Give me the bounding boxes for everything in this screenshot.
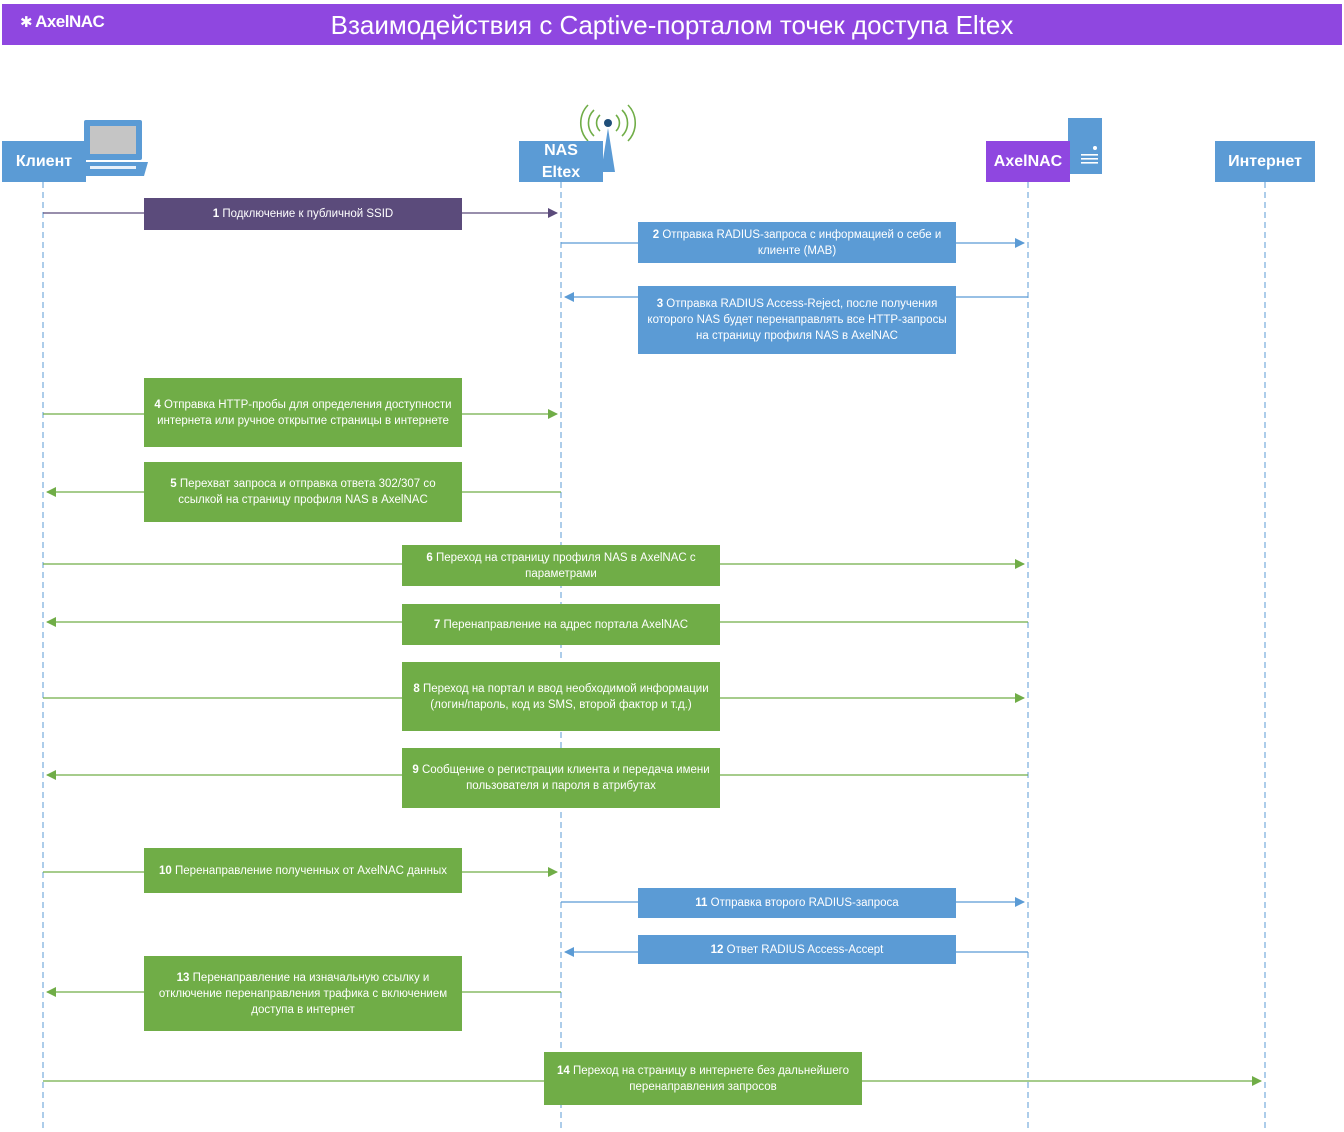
brand-logo: ✱ AxelNAC [20, 12, 105, 32]
actor-nas: NAS Eltex [519, 141, 603, 182]
message-11-number: 11 [695, 897, 708, 909]
message-6-number: 6 [426, 551, 433, 564]
message-14-number: 14 [556, 1064, 570, 1077]
message-3: 3 Отправка RADIUS Access-Reject, после п… [638, 286, 956, 354]
message-5-text: Перехват запроса и отправка ответа 302/3… [178, 478, 436, 506]
message-1-text: Подключение к публичной SSID [222, 208, 394, 220]
message-5-number: 5 [170, 478, 177, 490]
wifi-antenna-icon [579, 104, 637, 172]
actor-client-label: Клиент [15, 152, 73, 170]
logo-text: AxelNAC [35, 12, 105, 31]
header-bar: ✱ AxelNAC Взаимодействия с Captive-порта… [2, 4, 1342, 45]
actor-internet: Интернет [1215, 141, 1315, 182]
message-4: 4 Отправка HTTP-пробы для определения до… [144, 378, 462, 447]
message-12-number: 12 [710, 943, 724, 956]
message-2: 2 Отправка RADIUS-запроса с информацией … [638, 222, 956, 263]
message-3-text: Отправка RADIUS Access-Reject, после пол… [647, 298, 947, 342]
actor-axelnac-label: AxelNAC [993, 152, 1063, 170]
message-1: 1 Подключение к публичной SSID [144, 198, 462, 230]
message-8: 8 Переход на портал и ввод необходимой и… [402, 662, 720, 731]
actor-client: Клиент [2, 141, 86, 182]
message-4-text: Отправка HTTP-пробы для определения дост… [157, 398, 452, 427]
message-7-text: Перенаправление на адрес портала AxelNAC [443, 618, 689, 631]
server-icon [1068, 118, 1102, 174]
actor-internet-label: Интернет [1228, 152, 1302, 170]
message-13-text: Перенаправление на изначальную ссылку и … [158, 971, 448, 1016]
message-1-number: 1 [212, 208, 220, 220]
message-7-number: 7 [433, 618, 441, 631]
message-10-number: 10 [159, 864, 172, 877]
message-12-text: Ответ RADIUS Access-Accept [726, 943, 884, 956]
message-6: 6 Переход на страницу профиля NAS в Axel… [402, 545, 720, 586]
message-14: 14 Переход на страницу в интернете без д… [544, 1052, 862, 1105]
message-6-text: Переход на страницу профиля NAS в AxelNA… [435, 551, 696, 580]
message-10-text: Перенаправление полученных от AxelNAC да… [175, 864, 447, 877]
message-9-number: 9 [412, 764, 419, 776]
laptop-icon [78, 120, 148, 176]
message-8-text: Переход на портал и ввод необходимой инф… [422, 682, 709, 711]
message-7: 7 Перенаправление на адрес портала AxelN… [402, 604, 720, 645]
message-9-text: Сообщение о регистрации клиента и переда… [421, 764, 710, 792]
page-title: Взаимодействия с Captive-порталом точек … [330, 10, 1014, 40]
message-9: 9 Сообщение о регистрации клиента и пере… [402, 748, 720, 808]
message-8-number: 8 [413, 682, 420, 695]
message-11: 11 Отправка второго RADIUS-запроса [638, 888, 956, 918]
message-2-text: Отправка RADIUS-запроса с информацией о … [662, 228, 942, 257]
message-12: 12 Ответ RADIUS Access-Accept [638, 935, 956, 964]
actor-nas-label-1: NAS [544, 141, 578, 159]
actor-axelnac: AxelNAC [986, 141, 1070, 182]
message-14-text: Переход на страницу в интернете без даль… [572, 1064, 850, 1093]
message-10: 10 Перенаправление полученных от AxelNAC… [144, 848, 462, 893]
message-2-number: 2 [652, 228, 660, 241]
message-13-number: 13 [176, 971, 190, 984]
message-3-number: 3 [656, 298, 664, 310]
message-5: 5 Перехват запроса и отправка ответа 302… [144, 462, 462, 522]
message-11-text: Отправка второго RADIUS-запроса [710, 897, 899, 909]
message-13: 13 Перенаправление на изначальную ссылку… [144, 956, 462, 1031]
actor-nas-label-2: Eltex [541, 163, 581, 181]
logo-icon: ✱ [20, 14, 33, 31]
message-4-number: 4 [154, 398, 161, 411]
